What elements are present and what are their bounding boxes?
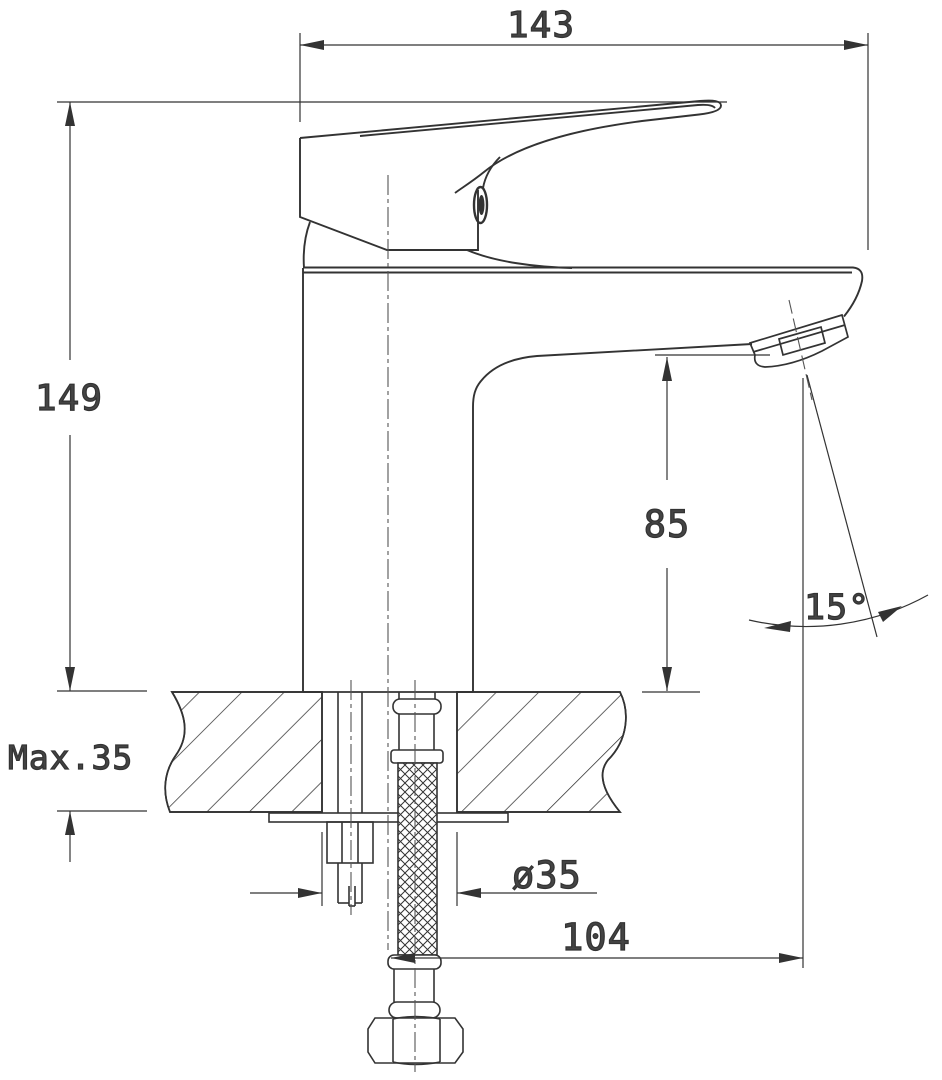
dim-spout-height-label: 85 [644, 503, 691, 546]
dim-max-thickness: Max.35 [7, 737, 147, 862]
mounting-nut [326, 821, 374, 864]
faucet-aerator [748, 313, 849, 368]
countertop-right-hatch-fill [457, 692, 626, 812]
dim-overall-length: 143 [299, 4, 869, 250]
countertop-section [164, 691, 627, 813]
handle-indicator-dot-inner [478, 195, 485, 215]
braided-section [397, 762, 438, 956]
handle-indicator-dot [472, 185, 489, 225]
countertop-left-hatch [165, 692, 322, 812]
centerlines [350, 175, 813, 1072]
dim-hole-diameter-label: ø35 [512, 854, 582, 897]
dim-spout-angle-label: 15° [804, 588, 870, 628]
dim-max-thickness-label: Max.35 [8, 738, 133, 777]
dim-hole-diameter: ø35 [250, 832, 597, 906]
dim-spout-reach: 104 [391, 915, 803, 963]
dim-spout-angle: 15° [748, 374, 929, 968]
dim-overall-height: 149 [34, 101, 727, 692]
dim-overall-length-label: 143 [507, 5, 575, 46]
faucet-body [302, 266, 864, 692]
aerator-centerline [788, 299, 813, 401]
dim-overall-height-label: 149 [35, 378, 103, 419]
faucet-handle [299, 99, 722, 269]
dim-spout-height: 85 [642, 354, 770, 693]
threaded-stud [326, 692, 374, 907]
dim-spout-reach-label: 104 [561, 916, 631, 959]
